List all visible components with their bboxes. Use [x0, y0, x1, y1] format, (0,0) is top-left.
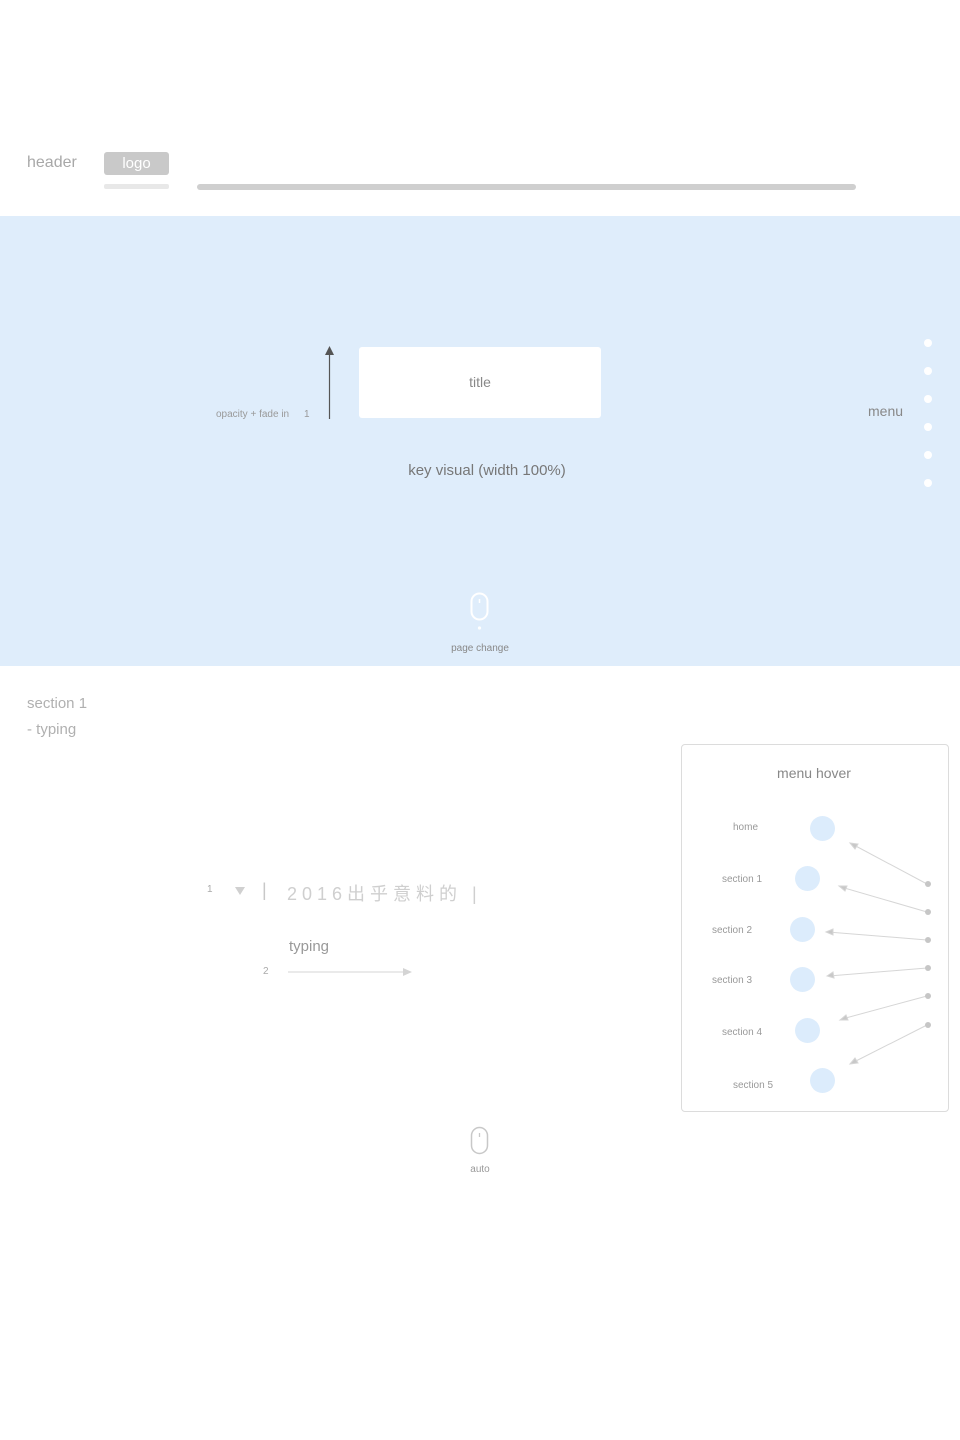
- menu-hover-item-section-5[interactable]: section 5: [733, 1080, 774, 1091]
- auto-label: auto: [470, 1164, 490, 1175]
- menu-hover-item-section-1[interactable]: section 1: [722, 874, 763, 885]
- title-box: title: [359, 347, 601, 418]
- typing-cursor: |: [262, 880, 267, 900]
- menu-dot[interactable]: [924, 451, 932, 459]
- arrow-right-icon: [288, 968, 412, 976]
- menu-label: menu: [868, 403, 904, 419]
- menu-hover-circle[interactable]: [790, 967, 815, 992]
- typing-step-1: 1: [207, 884, 213, 895]
- menu-hover-item-section-4[interactable]: section 4: [722, 1027, 763, 1038]
- logo[interactable]: logo: [104, 152, 169, 175]
- header-label: header: [27, 154, 77, 171]
- section1-title: section 1 - typing: [27, 691, 87, 743]
- menu-hover-circle[interactable]: [810, 1068, 835, 1093]
- mouse-icon[interactable]: [470, 592, 490, 632]
- fade-step-number: 1: [304, 409, 310, 420]
- menu-hover-item-home[interactable]: home: [733, 822, 759, 833]
- menu-dot[interactable]: [924, 339, 932, 347]
- typing-label: typing: [289, 938, 330, 955]
- section1-title-line2: - typing: [27, 721, 77, 738]
- menu-hover-circle[interactable]: [790, 917, 815, 942]
- menu-dot[interactable]: [924, 479, 932, 487]
- menu-hover-circle[interactable]: [795, 866, 820, 891]
- menu-hover-title: menu hover: [777, 765, 851, 781]
- menu-hover-panel: [681, 744, 949, 1112]
- menu-dot[interactable]: [924, 423, 932, 431]
- fade-in-note: opacity + fade in: [216, 409, 290, 420]
- menu-dot[interactable]: [924, 395, 932, 403]
- mouse-icon[interactable]: [470, 1126, 490, 1158]
- triangle-down-icon: [235, 887, 245, 895]
- typed-text: 2016出乎意料的 |: [287, 884, 482, 904]
- menu-hover-item-section-2[interactable]: section 2: [712, 925, 753, 936]
- logo-underline: [104, 184, 169, 189]
- key-visual-label: key visual (width 100%): [408, 462, 566, 479]
- typing-step-2: 2: [263, 966, 269, 977]
- menu-hover-item-section-3[interactable]: section 3: [712, 975, 753, 986]
- nav-bar[interactable]: [197, 184, 856, 190]
- section1-title-line1: section 1: [27, 695, 88, 712]
- page-change-label: page change: [451, 643, 509, 654]
- menu-hover-circle[interactable]: [795, 1018, 820, 1043]
- menu-dot[interactable]: [924, 367, 932, 375]
- arrow-up-icon: [325, 346, 334, 419]
- key-visual: [0, 216, 960, 666]
- menu-hover-circle[interactable]: [810, 816, 835, 841]
